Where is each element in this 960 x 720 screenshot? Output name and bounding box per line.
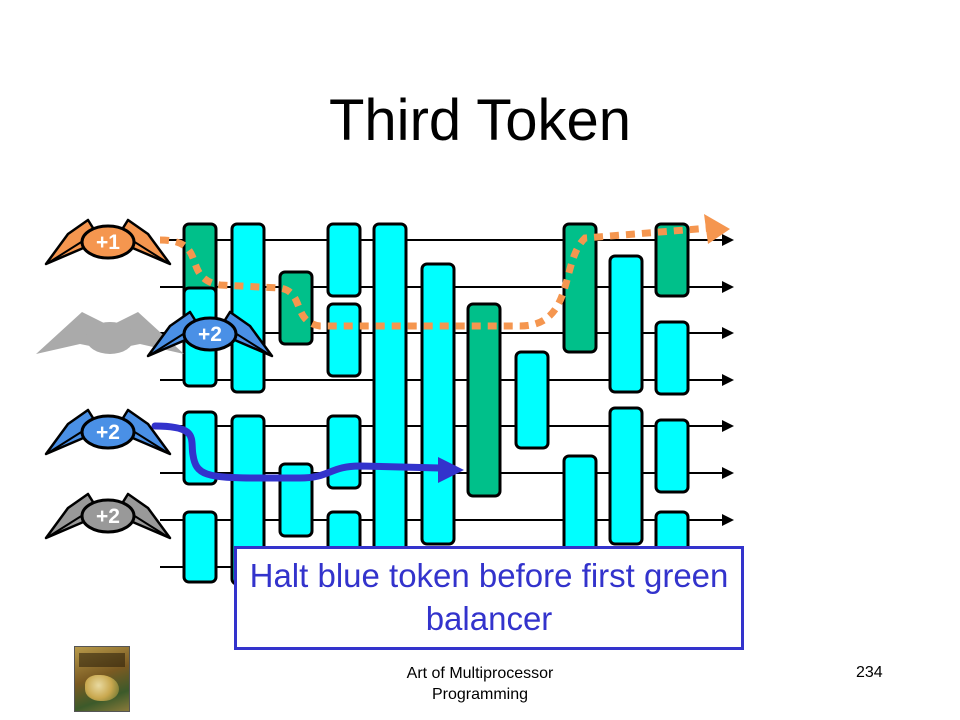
page-number: 234	[856, 664, 883, 681]
orange-token-label: +1	[96, 231, 120, 254]
balancer-15	[466, 302, 502, 498]
balancer-3	[182, 410, 218, 486]
footer-text: Art of Multiprocessor Programming	[406, 665, 554, 703]
ghost-token-body	[86, 322, 134, 354]
tokens-layer: +1 +2 +2 +2	[36, 218, 274, 540]
book-cover-art	[85, 675, 119, 701]
blue-token-bottom-body	[80, 414, 136, 450]
balancer-17	[562, 222, 598, 354]
balancer-10	[326, 302, 362, 378]
callout-box: Halt blue token before first green balan…	[234, 546, 744, 650]
blue-token-path	[151, 422, 444, 482]
wire-arrowhead-4	[722, 374, 734, 386]
balancer-4	[182, 510, 218, 584]
balancer-5	[230, 222, 266, 394]
balancer-23	[654, 418, 690, 494]
balancer-14	[420, 262, 456, 546]
blue-path-arrowhead	[438, 457, 464, 483]
balancer-20	[608, 406, 644, 546]
balancer-21	[654, 222, 690, 298]
book-cover-band	[79, 653, 125, 667]
orange-token-path	[159, 224, 711, 330]
blue-token-top-icon: +2	[146, 310, 274, 358]
balancer-7	[278, 270, 314, 346]
token-paths	[151, 214, 730, 483]
blue-token-bottom-icon: +2	[44, 408, 172, 456]
wire-arrowhead-5	[722, 420, 734, 432]
orange-token-icon: +1	[44, 218, 172, 266]
balancer-13	[372, 222, 408, 586]
book-cover-icon	[74, 646, 130, 712]
balancer-8	[278, 462, 314, 538]
slide-title: Third Token	[329, 88, 631, 153]
wire-arrowhead-3	[722, 327, 734, 339]
balancer-9	[326, 222, 362, 298]
wire-arrowhead-1	[722, 234, 734, 246]
balancer-16	[514, 350, 550, 450]
blue-token-top-body	[182, 316, 238, 352]
balancer-19	[608, 254, 644, 394]
orange-token-body	[80, 224, 136, 260]
callout-text: Halt blue token before first green balan…	[249, 557, 729, 637]
wire-arrowhead-2	[722, 281, 734, 293]
gray-token-body	[80, 498, 136, 534]
blue-token-bottom-label: +2	[96, 421, 120, 444]
wire-arrowhead-7	[722, 514, 734, 526]
balancer-22	[654, 320, 690, 396]
ghost-token-icon	[36, 312, 184, 354]
orange-path-arrowhead	[704, 214, 730, 244]
balancer-1	[182, 222, 218, 298]
gray-token-icon: +2	[44, 492, 172, 540]
balancer-columns	[182, 222, 690, 586]
wire-arrowhead-6	[722, 467, 734, 479]
gray-token-label: +2	[96, 505, 120, 528]
blue-token-top-label: +2	[198, 323, 222, 346]
balancer-11	[326, 414, 362, 490]
